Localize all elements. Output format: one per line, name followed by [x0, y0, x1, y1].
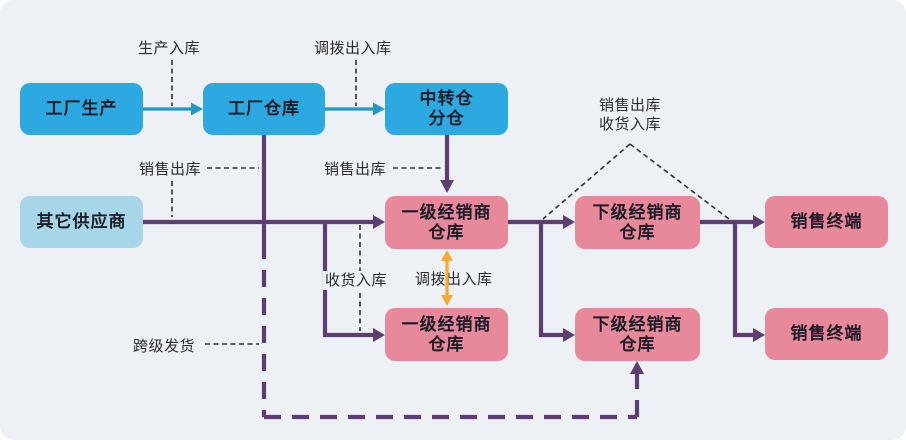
node-sales-terminal-top: 销售终端	[765, 196, 888, 248]
label-sales-outbound-mid: 销售出库	[324, 161, 387, 178]
arrow-factory-to-warehouse	[142, 102, 203, 116]
node-factory-warehouse: 工厂仓库	[203, 83, 325, 135]
arrow-cross-level-shipping-path	[261, 242, 644, 420]
arrow-sub-to-terminal-top	[700, 215, 765, 229]
label-cross-level-shipping: 跨级发货	[133, 338, 196, 355]
arrow-supplier-to-tier1-top	[142, 215, 385, 229]
arrow-branch-to-tier1-bottom	[322, 220, 385, 342]
label-receipt-inbound: 收货入库	[323, 271, 390, 290]
annotation-leader-lines	[171, 60, 730, 345]
arrow-branch-to-sub-bottom	[538, 220, 575, 342]
node-other-supplier: 其它供应商	[20, 196, 143, 248]
arrow-tier1-to-sub-top	[508, 215, 575, 229]
label-sales-outbound-left: 销售出库	[139, 161, 202, 178]
node-factory-production: 工厂生产	[20, 83, 143, 135]
node-tier1-distributor-warehouse-top: 一级经销商 仓库	[385, 196, 508, 249]
label-sales-outbound-receipt-inbound: 销售出库 收货入库	[598, 97, 661, 133]
arrow-transit-to-tier1	[440, 135, 454, 193]
arrow-warehouse-to-transit	[325, 102, 385, 116]
label-production-inbound: 生产入库	[138, 40, 201, 57]
node-sales-terminal-bottom: 销售终端	[765, 308, 888, 360]
arrow-branch-to-terminal-bottom	[732, 220, 765, 342]
label-transfer-in-out-mid: 调拨出入库	[415, 271, 493, 288]
node-sub-distributor-warehouse-top: 下级经销商 仓库	[575, 196, 700, 249]
label-transfer-in-out-top: 调拨出入库	[314, 40, 392, 57]
node-transit-warehouse: 中转仓 分仓	[385, 83, 508, 135]
node-sub-distributor-warehouse-bottom: 下级经销商 仓库	[575, 308, 700, 361]
node-tier1-distributor-warehouse-bottom: 一级经销商 仓库	[385, 308, 508, 361]
